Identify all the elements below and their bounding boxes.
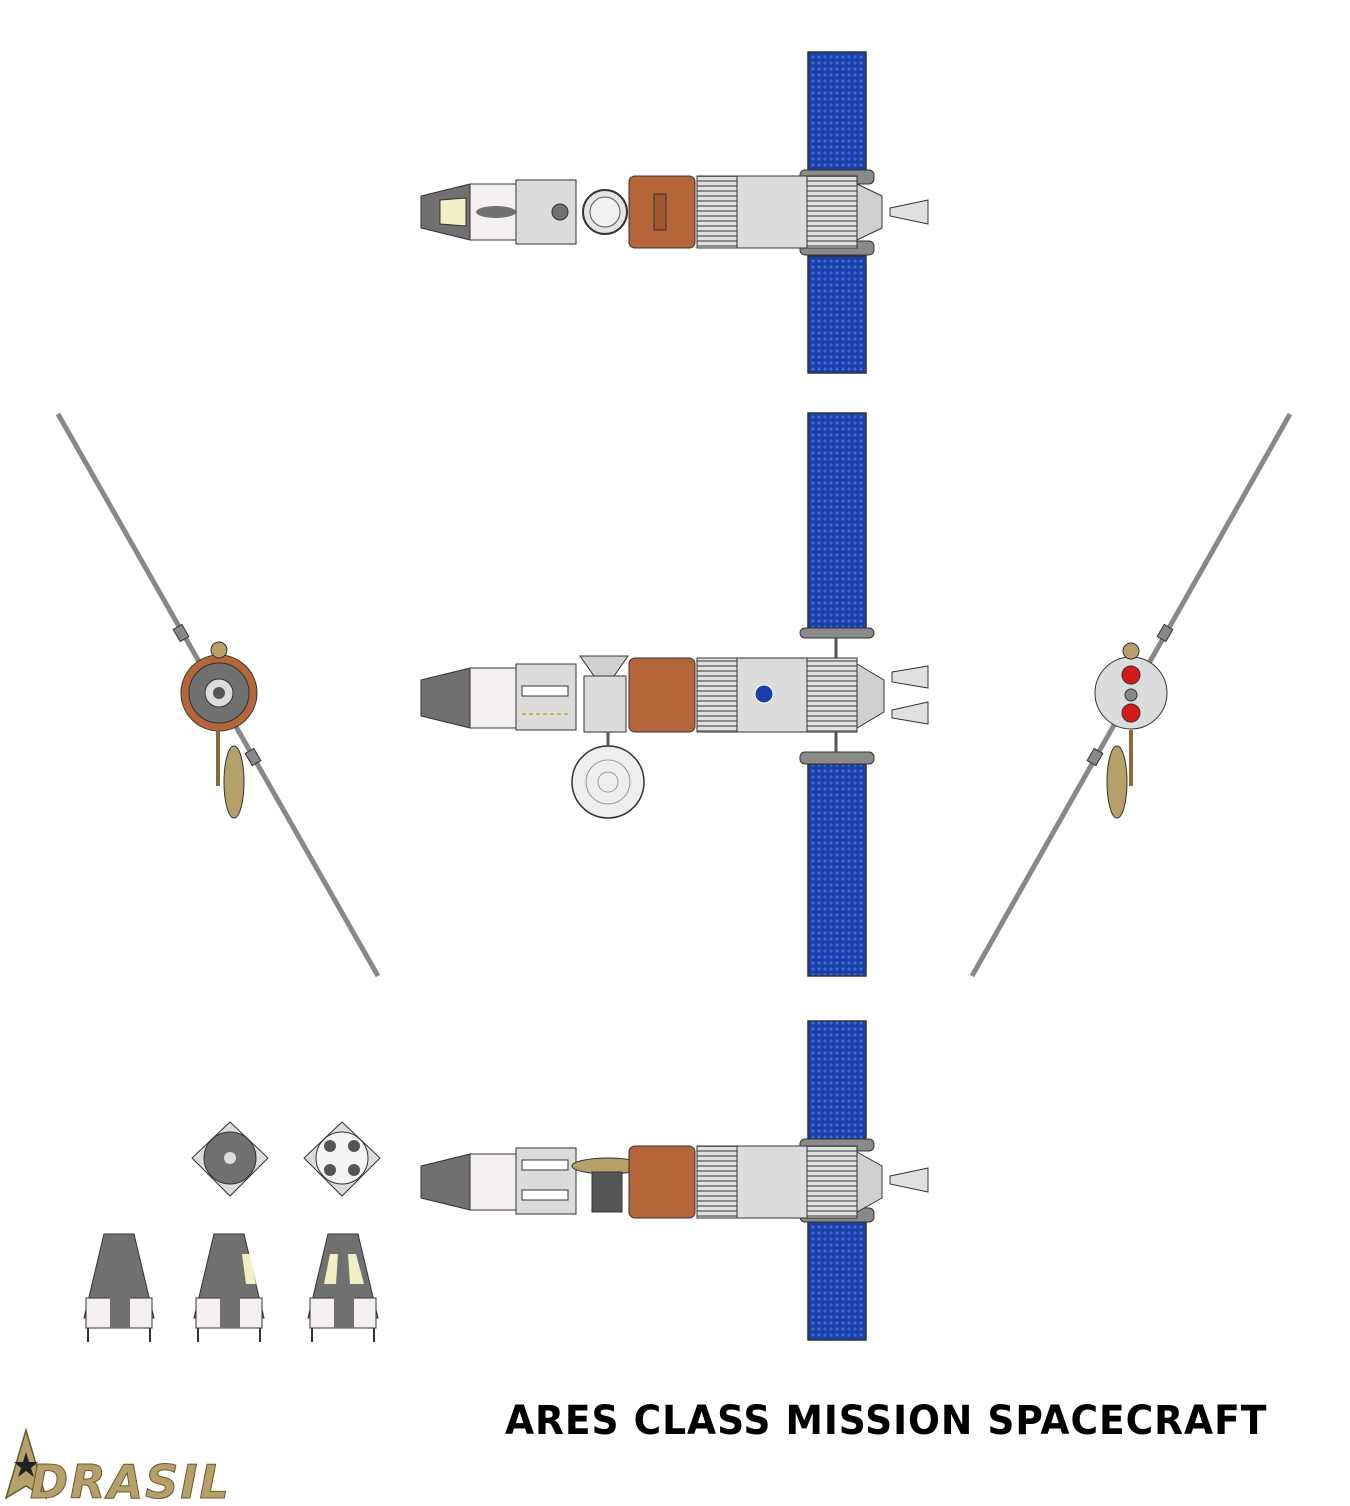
solar-panel-upper [807, 51, 867, 171]
lander-top-view [191, 1121, 381, 1197]
spacecraft-side-view [420, 412, 929, 977]
spacecraft-top-view [420, 51, 929, 374]
spacecraft-front-view [55, 412, 381, 978]
logo-wordmark: DRASIL [30, 1455, 231, 1506]
sheet-title: ARES CLASS MISSION SPACECRAFT [505, 1398, 1268, 1444]
antenna-dish [571, 745, 645, 819]
spacecraft-rear-view [969, 412, 1293, 978]
solar-panel-lower [807, 255, 867, 374]
main-engine-nozzle [889, 199, 929, 225]
spacecraft-bottom-view [420, 1020, 929, 1341]
starfleet-delta-icon [4, 1427, 48, 1500]
agency-emblem-icon [754, 684, 774, 704]
lander-side-views [83, 1233, 379, 1342]
